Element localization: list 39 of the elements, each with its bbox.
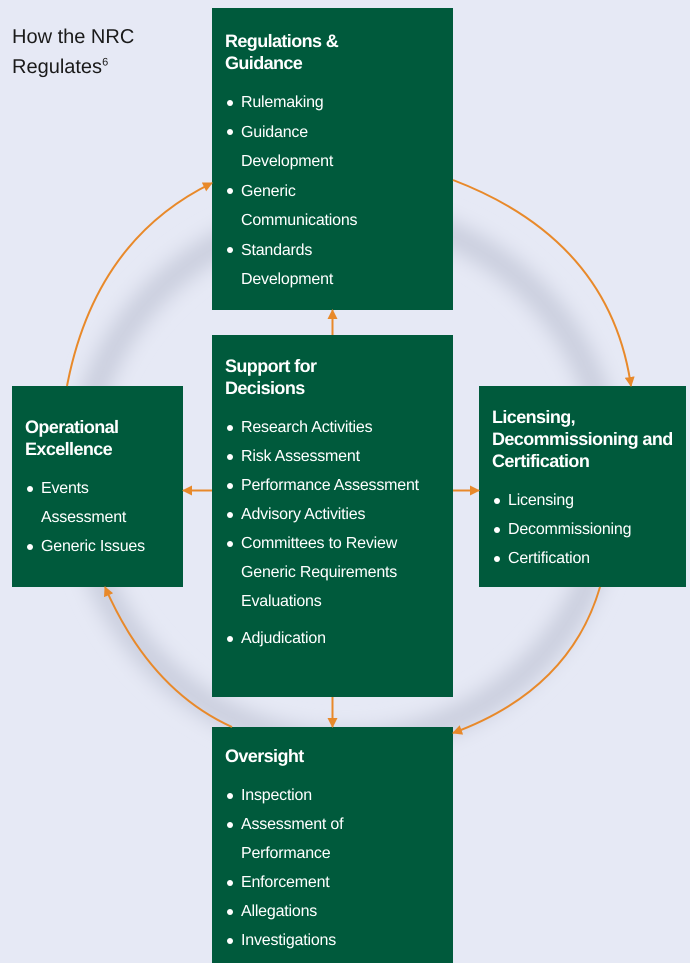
list-item-text: Guidance Development xyxy=(241,122,334,172)
arrow xyxy=(182,486,212,496)
process-box xyxy=(12,386,183,587)
list-item-text: Risk Assessment xyxy=(241,447,360,467)
process-box xyxy=(212,727,453,963)
list-item-text: Committees to Review Generic Requirements Evaluations xyxy=(241,534,398,612)
list-item-text: Allegations xyxy=(241,902,318,922)
arrow xyxy=(452,179,634,387)
list-item-text: Generic Communications xyxy=(241,182,358,231)
box-heading: Operational Excellence xyxy=(25,416,120,460)
list-item-text: Rulemaking xyxy=(241,93,324,113)
box-heading: Support for Decisions xyxy=(225,355,318,399)
process-box xyxy=(212,8,453,310)
arrow xyxy=(66,182,213,386)
list-item-text: Inspection xyxy=(241,786,312,806)
list-item-text: Advisory Activities xyxy=(241,505,366,525)
list-item-text: Decommissioning xyxy=(508,520,632,540)
arrow xyxy=(328,309,338,335)
list-item-text: Generic Issues xyxy=(41,537,145,557)
arrow xyxy=(104,586,232,728)
arrow xyxy=(328,697,338,728)
diagram-title: How the NRC Regulates$^{6}$ xyxy=(12,25,136,80)
list-item-text: Standards Development xyxy=(241,240,334,290)
arrow xyxy=(453,486,480,496)
process-box xyxy=(212,335,453,697)
list-item-text: Investigations xyxy=(241,931,336,951)
box-heading: Regulations & Guidance xyxy=(225,30,340,74)
list-item-text: Assessment of Performance xyxy=(241,815,345,864)
list-item-text: Events Assessment xyxy=(41,479,128,528)
list-item-text: Licensing xyxy=(508,491,574,511)
list-item-text: Certification xyxy=(508,549,590,569)
arrow xyxy=(452,586,601,734)
box-heading: Licensing, Decommissioning and Certification xyxy=(492,406,674,472)
list-item-text: Performance Assessment xyxy=(241,476,419,496)
list-item-text: Enforcement xyxy=(241,873,330,893)
list-item-text: Research Activities xyxy=(241,418,372,438)
list-item-text: Adjudication xyxy=(241,629,326,649)
box-heading: Oversight xyxy=(225,745,305,767)
process-box xyxy=(479,386,686,587)
